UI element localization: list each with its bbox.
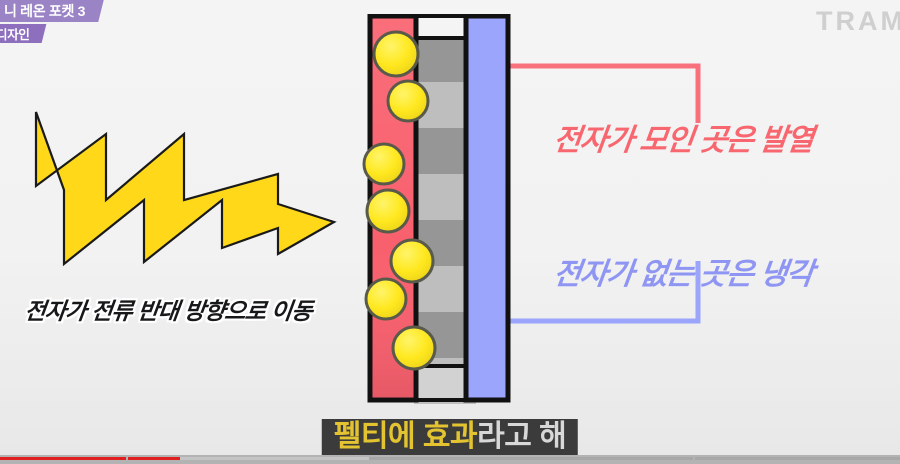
badge-series-label: 니 레온 포켓 3 <box>4 3 86 19</box>
badge-topic: 디자인 <box>0 24 46 43</box>
annotation-cold-side: 전자가 없는 곳은 냉각 <box>551 258 815 291</box>
badge-topic-label: 디자인 <box>0 28 30 42</box>
channel-watermark: TRAM <box>816 6 900 36</box>
subtitle-bar: 펠티에 효과라고 해 <box>321 419 579 458</box>
connector-line-cold <box>458 261 701 324</box>
progress-track[interactable] <box>0 457 900 460</box>
electron-group <box>362 30 437 371</box>
cold-side-plate <box>463 14 511 403</box>
caption-electron-direction: 전자가 전류 반대 방향으로 이동 <box>23 298 314 324</box>
annotation-hot-side: 전자가 모인 곳은 발열 <box>551 124 815 157</box>
player-control-bar[interactable] <box>0 455 900 464</box>
peltier-module-diagram <box>362 14 511 404</box>
badge-series: 니 레온 포켓 3 <box>0 0 104 22</box>
chapter-marker[interactable] <box>126 457 128 460</box>
chapter-marker[interactable] <box>693 457 695 460</box>
subtitle-spoken: 펠티에 효과 <box>333 420 478 453</box>
progress-played <box>0 457 180 460</box>
subtitle-remaining: 라고 해 <box>477 420 567 453</box>
electron-flow-arrow-icon <box>34 111 337 267</box>
progress-buffer <box>0 457 369 460</box>
